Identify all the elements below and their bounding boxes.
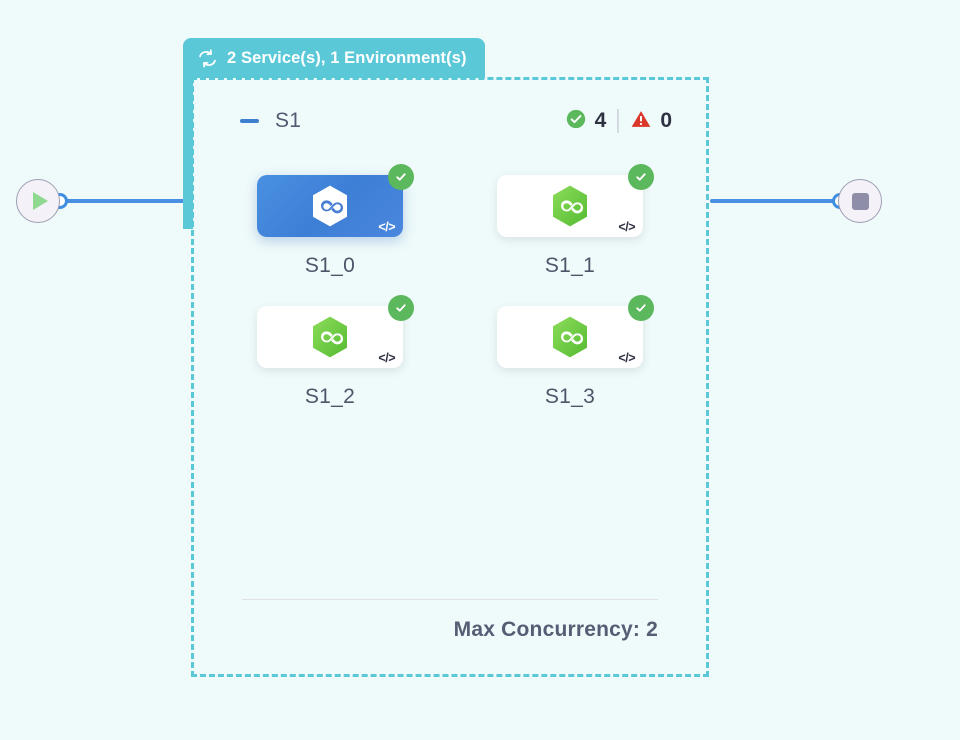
loop-refresh-icon (197, 48, 218, 69)
group-toolbar: S1 4 (194, 106, 706, 136)
service-node-label: S1_2 (304, 385, 356, 408)
nodejs-hexagon-icon (553, 185, 587, 227)
service-nodes-grid: </> S1_0 (194, 164, 706, 409)
code-icon[interactable]: </> (378, 219, 395, 234)
check-circle-icon (628, 295, 654, 321)
stop-icon (851, 192, 869, 210)
check-circle-icon (565, 108, 587, 135)
group-left-strip (183, 73, 193, 229)
check-circle-icon (388, 164, 414, 190)
service-node-cell: </> S1_2 (210, 295, 450, 409)
warning-triangle-icon (630, 108, 652, 135)
success-count-value: 4 (594, 109, 607, 132)
start-node[interactable] (16, 179, 60, 223)
service-node-label: S1_1 (544, 254, 596, 277)
check-circle-icon (628, 164, 654, 190)
collapse-group-button[interactable] (238, 110, 260, 132)
service-node-label: S1_3 (544, 385, 596, 408)
service-node-cell: </> S1_1 (450, 164, 690, 278)
check-circle-icon (388, 295, 414, 321)
counter-divider (617, 109, 620, 133)
group-status-counters: 4 0 (565, 108, 672, 135)
group-name-label: S1 (275, 109, 302, 132)
max-concurrency-label: Max Concurrency: 2 (453, 618, 658, 641)
service-group-container: S1 4 (191, 77, 709, 677)
service-node-s1-0[interactable]: </> (257, 164, 414, 237)
success-counter: 4 (565, 108, 607, 135)
service-node-cell: </> S1_0 (210, 164, 450, 278)
service-node-label: S1_0 (304, 254, 356, 277)
nodejs-hexagon-icon (313, 185, 347, 227)
nodejs-hexagon-icon (553, 316, 587, 358)
code-icon[interactable]: </> (618, 219, 635, 234)
service-node-s1-1[interactable]: </> (497, 164, 654, 237)
start-to-group-edge (60, 199, 190, 203)
group-to-end-edge (710, 199, 840, 203)
code-icon[interactable]: </> (378, 350, 395, 365)
service-node-s1-3[interactable]: </> (497, 295, 654, 368)
group-header-tab[interactable]: 2 Service(s), 1 Environment(s) (183, 38, 485, 78)
group-footer: Max Concurrency: 2 (242, 599, 658, 642)
minus-icon (239, 119, 259, 123)
error-counter: 0 (630, 108, 672, 135)
nodejs-hexagon-icon (313, 316, 347, 358)
code-icon[interactable]: </> (618, 350, 635, 365)
play-icon (33, 192, 48, 210)
service-node-s1-2[interactable]: </> (257, 295, 414, 368)
service-node-cell: </> S1_3 (450, 295, 690, 409)
error-count-value: 0 (660, 109, 672, 132)
group-header-title: 2 Service(s), 1 Environment(s) (227, 48, 467, 67)
end-node[interactable] (838, 179, 882, 223)
footer-divider (242, 599, 658, 600)
